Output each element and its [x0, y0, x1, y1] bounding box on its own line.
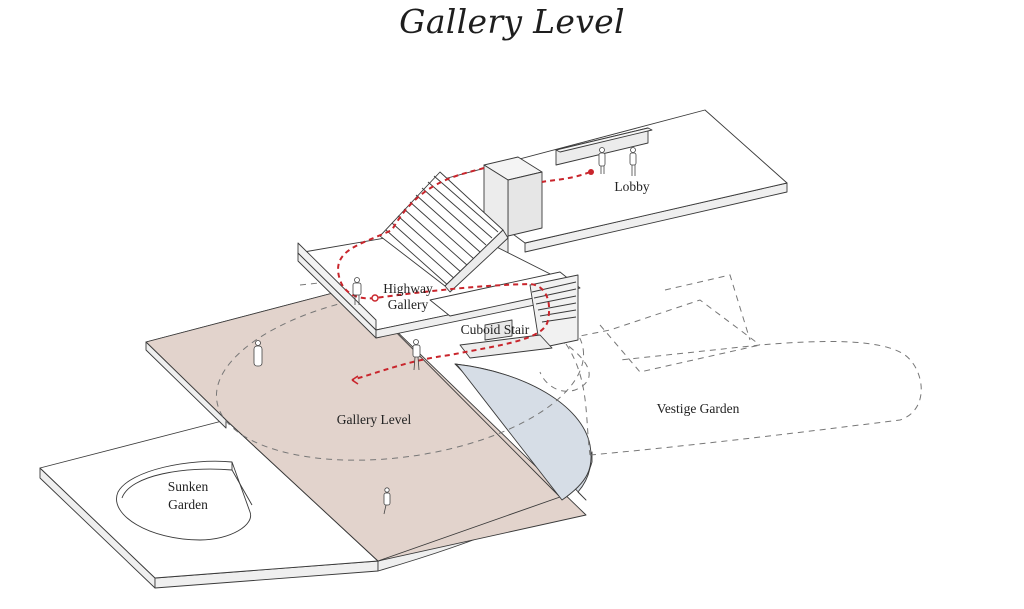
- label-gallery-level: Gallery Level: [337, 412, 412, 427]
- sunken-garden: [116, 460, 253, 541]
- label-highway-gallery-line2: Gallery: [388, 297, 429, 312]
- label-sunken-garden-line1: Sunken: [168, 479, 209, 494]
- label-cuboid-stair: Cuboid Stair: [461, 322, 530, 337]
- ground-slab: [39, 287, 593, 589]
- person-icon: [352, 277, 362, 305]
- people-figures: [253, 147, 637, 515]
- person-icon: [598, 147, 606, 174]
- person-icon: [253, 340, 263, 367]
- label-sunken-garden-line2: Garden: [168, 497, 208, 512]
- labels: Lobby Highway Gallery Cuboid Stair Galle…: [168, 179, 740, 512]
- person-icon: [629, 147, 637, 176]
- person-icon: [383, 487, 391, 515]
- circulation-route: [337, 167, 594, 385]
- person-icon: [412, 339, 421, 371]
- label-vestige-garden: Vestige Garden: [657, 401, 740, 416]
- diagram-title: Gallery Level: [399, 2, 625, 41]
- label-lobby: Lobby: [614, 179, 649, 194]
- stairs: [379, 171, 509, 293]
- label-highway-gallery-line1: Highway: [383, 281, 433, 296]
